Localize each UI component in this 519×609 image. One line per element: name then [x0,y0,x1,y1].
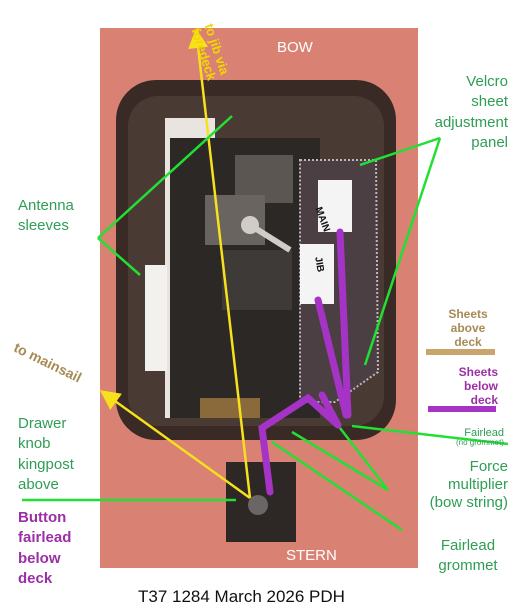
fairlead-label: Fairlead (no grommet) [455,427,504,448]
caption: T37 1284 March 2026 PDH [138,587,345,606]
force-multiplier-label: Force multiplier (bow string) [429,458,508,511]
drawer-knob [248,495,268,515]
sheets-below-label: Sheets below deck [458,365,498,407]
main-tag-bg [318,180,352,232]
velcro-label: Velcro sheet adjustment panel [434,73,508,151]
antenna-sleeve [145,265,167,371]
drawer-knob-label: Drawer knob kingpost above [18,415,74,493]
jib-line [188,28,252,499]
bow-label: BOW [277,39,313,56]
stern-label: STERN [286,547,337,564]
pointer-lines [22,115,509,532]
jib-tag-bg [300,244,334,304]
antenna-label: Antenna sleeves [18,197,74,235]
sheets-below-deck [258,228,352,496]
servo-arm [248,222,292,253]
button-fairlead-label: Button fairlead below deck [18,509,72,587]
servo-3 [222,250,292,310]
fairlead-grommet-label: Fairlead grommet [438,537,498,574]
jib-tag: JIB [312,255,326,274]
wood-block [200,398,260,418]
mainsail-line [99,390,251,500]
sheets-above-label: Sheets above deck [448,307,488,349]
